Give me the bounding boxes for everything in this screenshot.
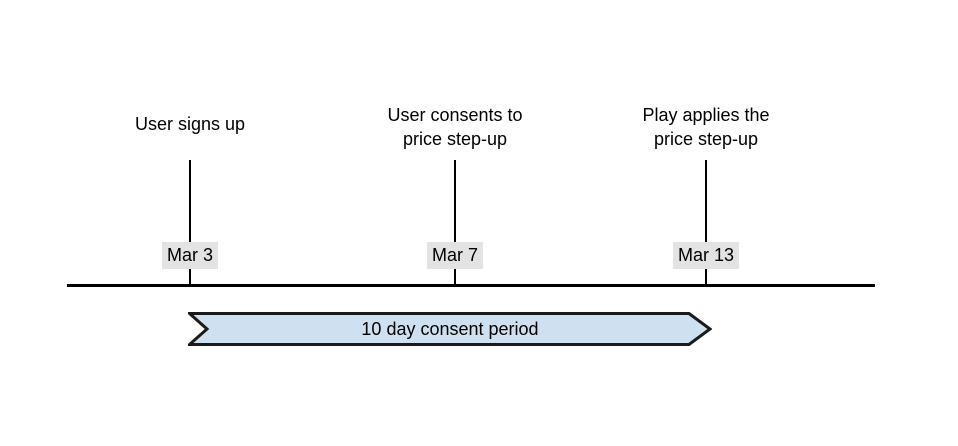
- date-chip-play-applies: Mar 13: [672, 242, 740, 269]
- event-label-line: Play applies the: [642, 105, 770, 125]
- event-label-line: User consents to: [387, 105, 523, 125]
- event-stem-user-consents: [454, 160, 456, 284]
- date-chip-user-signs-up: Mar 3: [161, 242, 219, 269]
- event-label-play-applies: Play applies the price step-up: [642, 103, 769, 151]
- event-label-line: price step-up: [653, 129, 759, 149]
- event-label-line: price step-up: [402, 129, 508, 149]
- timeline-axis: [67, 284, 875, 287]
- event-stem-user-signs-up: [189, 160, 191, 284]
- event-label-line: User signs up: [134, 114, 246, 134]
- event-stem-play-applies: [705, 160, 707, 284]
- consent-period-label: 10 day consent period: [361, 318, 539, 339]
- event-label-user-signs-up: User signs up: [135, 112, 245, 136]
- event-label-user-consents: User consents to price step-up: [387, 103, 522, 151]
- consent-period-banner: 10 day consent period: [188, 312, 712, 346]
- date-chip-user-consents: Mar 7: [426, 242, 484, 269]
- banner-arrow-shape: [188, 312, 712, 346]
